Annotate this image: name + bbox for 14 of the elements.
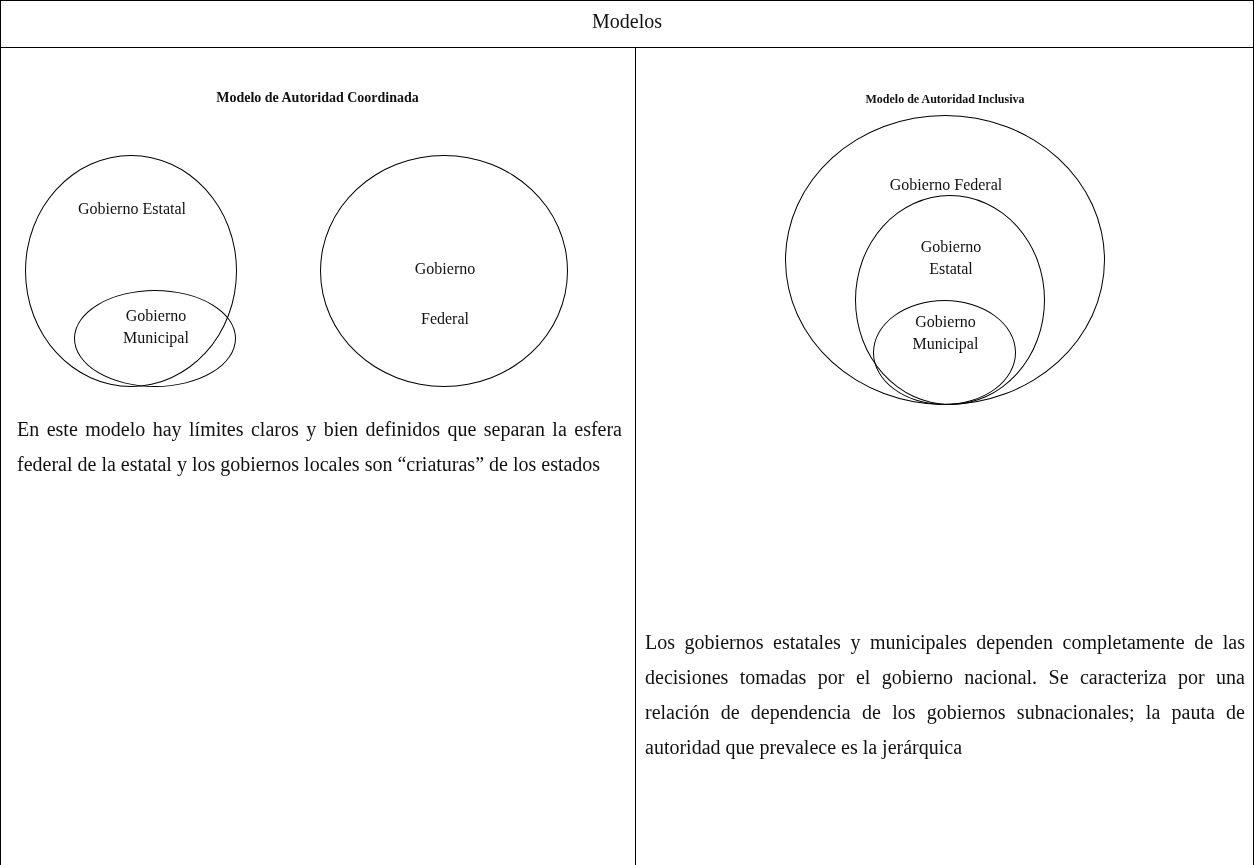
table-header: Modelos: [591, 10, 663, 33]
description-paragraph: Los gobiernos estatales y municipales dependen completamente de las decisiones tomadas por el gobierno nacional. Se caracteriza por una relación de dependencia de los gobiernos subnacionales; la pauta de autoridad que prevalece es la jerárquica: [645, 630, 1245, 761]
circle-label: Gobierno Federal: [413, 259, 477, 329]
circle-label: Gobierno Municipal: [122, 306, 190, 349]
circle-label: Gobierno Federal: [888, 175, 1004, 195]
circle-label: Gobierno Municipal: [911, 312, 980, 355]
model-heading: Modelo de Autoridad Coordinada: [215, 90, 420, 106]
description-paragraph: En este modelo hay límites claros y bien definidos que separan la esfera federal de la estatal y los gobiernos locales son “criaturas” de los estados: [17, 417, 622, 478]
circle-label: Gobierno Estatal: [77, 199, 187, 219]
model-heading: Modelo de Autoridad Inclusiva: [864, 92, 1026, 107]
government-circle: [74, 290, 236, 387]
government-circle: [873, 300, 1016, 405]
circle-label: Gobierno Estatal: [919, 237, 983, 279]
government-circle: [25, 155, 237, 387]
